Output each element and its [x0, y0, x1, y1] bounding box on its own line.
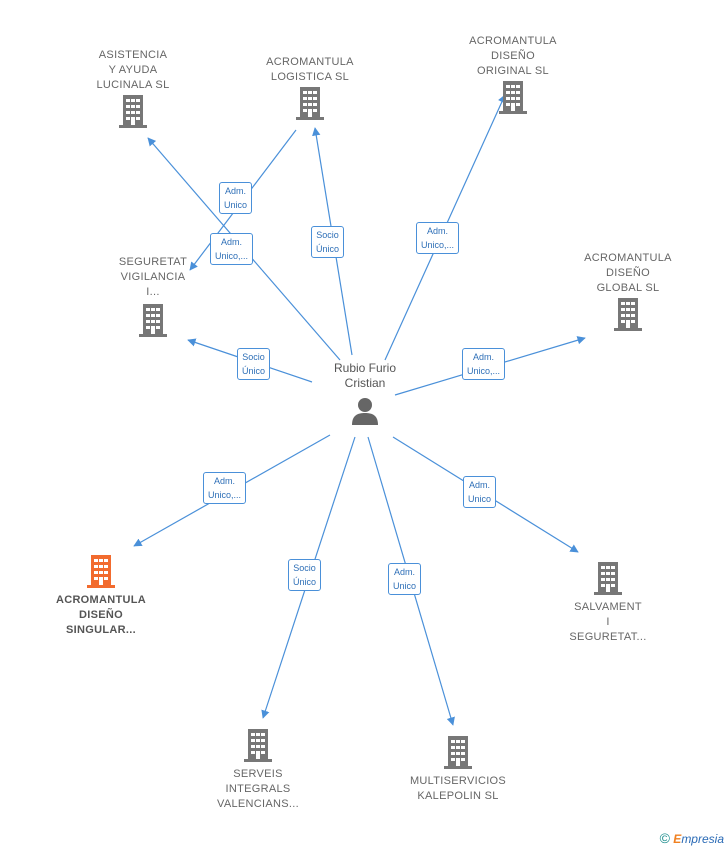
- company-node-global[interactable]: ACROMANTULA DISEÑO GLOBAL SL: [563, 251, 693, 332]
- company-label: MULTISERVICIOS KALEPOLIN SL: [409, 775, 507, 802]
- building-icon: [444, 736, 472, 769]
- company-node-seguretat[interactable]: SEGURETAT VIGILANCIA I...: [88, 255, 218, 338]
- building-icon: [296, 87, 324, 120]
- brand-name: mpresia: [681, 832, 724, 846]
- company-node-singular[interactable]: ACROMANTULA DISEÑO SINGULAR...: [36, 553, 166, 638]
- edge-label-serveis[interactable]: Socio Único: [288, 559, 322, 591]
- edge-label-singular[interactable]: Adm. Unico,...: [203, 472, 247, 504]
- company-node-serveis[interactable]: SERVEIS INTEGRALS VALENCIANS...: [193, 727, 323, 812]
- edge-label-logistica[interactable]: Socio Único: [311, 226, 345, 258]
- center-person[interactable]: Rubio Furio Cristian: [310, 361, 420, 429]
- company-label: ACROMANTULA DISEÑO SINGULAR...: [55, 594, 147, 636]
- company-node-salvament[interactable]: SALVAMENT I SEGURETAT...: [543, 560, 673, 645]
- building-icon: [614, 298, 642, 331]
- company-label: ACROMANTULA DISEÑO ORIGINAL SL: [469, 35, 557, 77]
- company-label: ACROMANTULA LOGISTICA SL: [266, 56, 354, 83]
- building-icon: [594, 562, 622, 595]
- edge-label-asistencia[interactable]: Adm. Unico,...: [210, 233, 254, 265]
- edge-asistencia-tail: [261, 269, 341, 361]
- copyright-symbol: ©: [659, 830, 670, 846]
- edge-label-seguretat-adm[interactable]: Adm. Unico: [219, 182, 253, 214]
- building-icon: [499, 81, 527, 114]
- empresia-logo: © Empresia: [660, 830, 724, 846]
- company-label: SERVEIS INTEGRALS VALENCIANS...: [217, 768, 299, 810]
- brand-initial: E: [673, 832, 682, 846]
- edge-label-salvament[interactable]: Adm. Unico: [463, 476, 497, 508]
- building-icon: [244, 729, 272, 762]
- edge-label-multiservicios[interactable]: Adm. Unico: [388, 563, 422, 595]
- company-label: ASISTENCIA Y AYUDA LUCINALA SL: [96, 49, 170, 91]
- company-node-multiservicios[interactable]: MULTISERVICIOS KALEPOLIN SL: [393, 734, 523, 804]
- company-label: SALVAMENT I SEGURETAT...: [569, 601, 647, 643]
- company-node-original[interactable]: ACROMANTULA DISEÑO ORIGINAL SL: [448, 34, 578, 115]
- company-node-asistencia[interactable]: ASISTENCIA Y AYUDA LUCINALA SL: [68, 48, 198, 129]
- edge-label-global[interactable]: Adm. Unico,...: [462, 348, 506, 380]
- building-icon: [87, 555, 115, 588]
- company-label: SEGURETAT VIGILANCIA I...: [118, 256, 188, 298]
- edge-label-original[interactable]: Adm. Unico,...: [416, 222, 460, 254]
- company-node-logistica[interactable]: ACROMANTULA LOGISTICA SL: [245, 55, 375, 121]
- building-icon: [119, 95, 147, 128]
- building-icon: [139, 304, 167, 337]
- person-icon: [352, 398, 378, 425]
- center-person-name: Rubio Furio Cristian: [333, 361, 397, 390]
- edge-label-seguretat-socio[interactable]: Socio Único: [237, 348, 271, 380]
- company-label: ACROMANTULA DISEÑO GLOBAL SL: [584, 252, 672, 294]
